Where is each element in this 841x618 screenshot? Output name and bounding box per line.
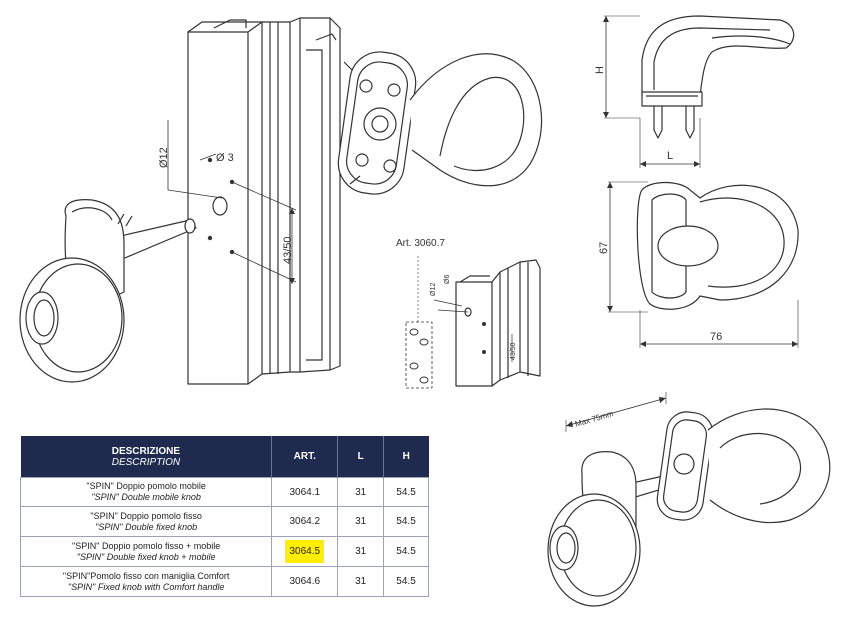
header-h-label: H bbox=[402, 451, 410, 462]
header-l-label: L bbox=[357, 451, 364, 462]
table-row: "SPIN" Doppio pomolo fisso "SPIN" Double… bbox=[19, 506, 429, 537]
row-h: 54.5 bbox=[383, 566, 429, 597]
dimension-arrows bbox=[289, 16, 798, 427]
description-en: "SPIN" Double fixed knob + mobile bbox=[76, 551, 216, 562]
row-l: 31 bbox=[337, 566, 385, 597]
row-art: 3064.5 bbox=[271, 536, 339, 567]
small-profile-drawing bbox=[405, 256, 541, 389]
row-l: 31 bbox=[337, 536, 385, 567]
description-it: "SPIN" Doppio pomolo fisso bbox=[90, 510, 202, 521]
table-row: "SPIN" Doppio pomolo fisso + mobile "SPI… bbox=[19, 536, 429, 567]
table-header-row: DESCRIZIONE DESCRIPTION ART. L H bbox=[20, 436, 429, 478]
label-67: 67 bbox=[598, 241, 610, 254]
header-description: DESCRIZIONE DESCRIPTION bbox=[20, 436, 273, 478]
row-description: "SPIN" Doppio pomolo fisso + mobile "SPI… bbox=[19, 536, 273, 567]
header-h: H bbox=[383, 436, 429, 478]
header-art: ART. bbox=[271, 436, 339, 478]
description-it: "SPIN" Doppio pomolo fisso + mobile bbox=[72, 540, 221, 551]
spec-table: DESCRIZIONE DESCRIPTION ART. L H "SPIN" … bbox=[19, 436, 429, 597]
row-art: 3064.2 bbox=[271, 506, 339, 537]
label-diameter-3: Ø 3 bbox=[216, 152, 234, 164]
highlighted-art: 3064.5 bbox=[285, 540, 325, 563]
label-small-diameter-6: Ø6 bbox=[444, 274, 451, 284]
row-h: 54.5 bbox=[383, 506, 429, 537]
row-l: 31 bbox=[337, 477, 385, 507]
label-L: L bbox=[667, 150, 674, 162]
row-description: "SPIN" Doppio pomolo mobile "SPIN" Doubl… bbox=[19, 477, 273, 507]
aluminium-profile-drawing bbox=[167, 17, 341, 385]
label-small-diameter-12: Ø12 bbox=[430, 282, 437, 296]
label-art-3060-7: Art. 3060.7 bbox=[396, 238, 445, 249]
row-h: 54.5 bbox=[383, 477, 429, 507]
row-description: "SPIN"Pomolo fisso con maniglia Comfort … bbox=[19, 566, 273, 597]
assembled-view-drawing bbox=[547, 392, 831, 607]
table-row: "SPIN" Doppio pomolo mobile "SPIN" Doubl… bbox=[19, 477, 429, 507]
front-view-drawing bbox=[608, 181, 799, 348]
description-en: "SPIN" Double fixed knob bbox=[95, 521, 198, 532]
side-view-drawing bbox=[604, 15, 795, 168]
label-small-43-50: 43/50 bbox=[510, 342, 517, 360]
description-en: "SPIN" Double mobile knob bbox=[91, 492, 201, 502]
table-row: "SPIN"Pomolo fisso con maniglia Comfort … bbox=[19, 566, 429, 597]
row-l: 31 bbox=[337, 506, 385, 537]
description-it: "SPIN" Doppio pomolo mobile bbox=[86, 481, 206, 491]
label-76: 76 bbox=[710, 331, 723, 343]
label-diameter-12: Ø12 bbox=[158, 147, 170, 168]
row-art: 3064.6 bbox=[271, 566, 339, 597]
label-43-50: 43/50 bbox=[282, 236, 294, 264]
header-descrizione: DESCRIZIONE bbox=[111, 445, 181, 457]
left-knob-drawing bbox=[19, 199, 197, 383]
row-description: "SPIN" Doppio pomolo fisso "SPIN" Double… bbox=[19, 506, 273, 537]
description-en: "SPIN" Fixed knob with Comfort handle bbox=[67, 581, 225, 592]
rose-handle-drawing bbox=[337, 51, 543, 195]
header-l: L bbox=[337, 436, 385, 478]
description-it: "SPIN"Pomolo fisso con maniglia Comfort bbox=[62, 570, 230, 581]
row-art: 3064.1 bbox=[271, 477, 339, 507]
row-h: 54.5 bbox=[383, 536, 429, 567]
header-art-label: ART. bbox=[293, 451, 316, 462]
header-description-en: DESCRIPTION bbox=[111, 456, 181, 468]
label-H: H bbox=[594, 66, 606, 74]
